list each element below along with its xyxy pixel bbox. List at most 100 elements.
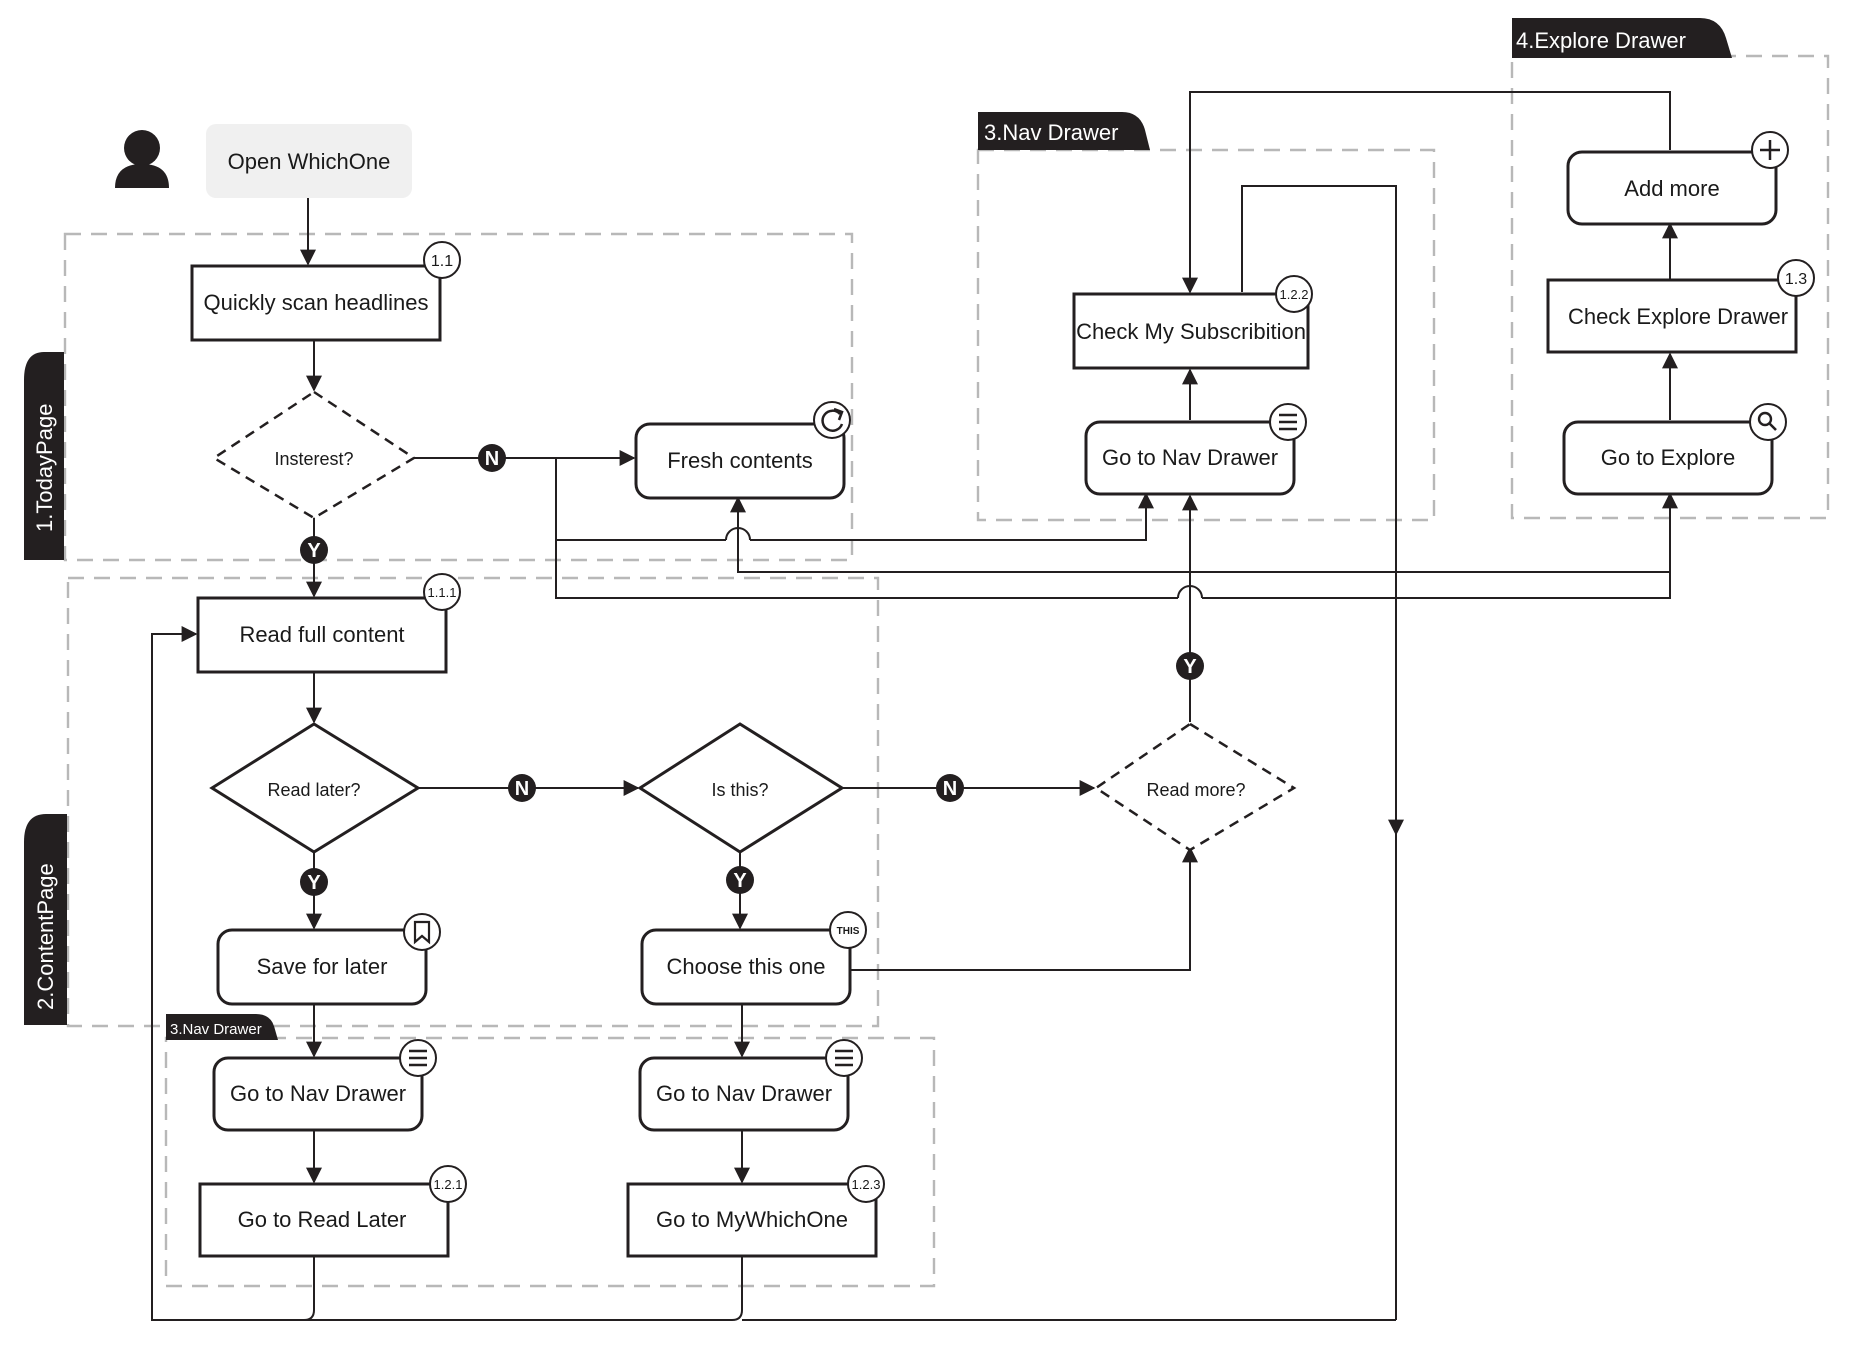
marker-isthis-no-text: N bbox=[943, 778, 957, 800]
marker-readlater-no-text: N bbox=[515, 778, 529, 800]
today-page-border bbox=[63, 232, 854, 562]
edge-addmore-to-sub bbox=[1182, 91, 1671, 294]
menu-icon bbox=[1269, 403, 1307, 441]
marker-readlater-no: N bbox=[508, 774, 536, 802]
marker-interest-yes-text: Y bbox=[307, 540, 321, 562]
today-page-tab-label: 1.TodayPage bbox=[32, 404, 57, 532]
quickly-scan-badge bbox=[423, 241, 461, 279]
content-page-border bbox=[66, 576, 880, 1028]
node-quickly-scan[interactable]: Quickly scan headlines 1.1 bbox=[190, 241, 461, 342]
check-sub-label: Check My Subscribition bbox=[1076, 319, 1306, 344]
check-explore-label: Check Explore Drawer bbox=[1568, 304, 1788, 329]
refresh-icon bbox=[813, 401, 851, 439]
marker-readmore-yes-text: Y bbox=[1183, 656, 1197, 678]
edge-bus-to-go-explore bbox=[1202, 492, 1678, 599]
node-interest[interactable]: Insterest? bbox=[211, 390, 417, 520]
edge-subscription-to-down bbox=[1241, 185, 1404, 836]
go-mywhichone-label: Go to MyWhichOne bbox=[656, 1207, 848, 1232]
go-nav-top-label: Go to Nav Drawer bbox=[1102, 445, 1278, 470]
interest-label: Insterest? bbox=[274, 449, 353, 469]
node-go-nav-top[interactable]: Go to Nav Drawer bbox=[1084, 403, 1307, 496]
check-sub-box[interactable] bbox=[1072, 292, 1310, 370]
choose-this-label: Choose this one bbox=[667, 954, 826, 979]
plus-icon bbox=[1751, 131, 1789, 169]
go-mywhichone-badge-text: 1.2.3 bbox=[852, 1177, 881, 1192]
node-save-later[interactable]: Save for later bbox=[216, 913, 441, 1006]
choose-this-badge-text: THIS bbox=[837, 926, 860, 937]
nav-left-box[interactable] bbox=[212, 1056, 424, 1132]
node-go-read-later[interactable]: Go to Read Later 1.2.1 bbox=[198, 1165, 467, 1258]
marker-isthis-no: N bbox=[936, 774, 964, 802]
node-check-sub[interactable]: Check My Subscribition 1.2.2 bbox=[1072, 275, 1313, 370]
read-later-q-label: Read later? bbox=[267, 780, 360, 800]
go-mywhichone-badge bbox=[847, 1165, 885, 1203]
nav-drawer-bottom-tab-label: 3.Nav Drawer bbox=[170, 1021, 262, 1038]
group-today-page: 1.TodayPage bbox=[24, 232, 854, 562]
node-choose-this[interactable]: Choose this one THIS bbox=[640, 911, 867, 1006]
edge-to-fresh bbox=[730, 496, 1670, 573]
edge-return-loop-mid bbox=[304, 1256, 743, 1321]
go-nav-top-box[interactable] bbox=[1084, 420, 1296, 496]
go-mywhichone-box[interactable] bbox=[626, 1182, 878, 1258]
open-whichone-button[interactable] bbox=[206, 124, 412, 198]
nav-drawer-top-border bbox=[976, 148, 1436, 522]
fresh-label: Fresh contents bbox=[667, 448, 813, 473]
add-more-box[interactable] bbox=[1566, 150, 1778, 226]
quickly-scan-label: Quickly scan headlines bbox=[203, 290, 428, 315]
edge-choose-to-readmore bbox=[848, 846, 1198, 971]
node-add-more[interactable]: Add more bbox=[1566, 131, 1789, 226]
group-nav-drawer-top: 3.Nav Drawer bbox=[976, 112, 1436, 522]
check-sub-badge bbox=[1275, 275, 1313, 313]
nav-drawer-top-tab bbox=[978, 112, 1150, 150]
go-read-later-box[interactable] bbox=[198, 1182, 450, 1258]
go-read-later-badge-text: 1.2.1 bbox=[434, 1177, 463, 1192]
node-read-more[interactable]: Read more? bbox=[1093, 722, 1297, 852]
today-page-tab bbox=[24, 352, 64, 560]
save-later-box[interactable] bbox=[216, 928, 428, 1006]
is-this-diamond[interactable] bbox=[637, 722, 845, 854]
quickly-scan-badge-text: 1.1 bbox=[431, 253, 453, 270]
read-more-label: Read more? bbox=[1146, 780, 1245, 800]
connectors bbox=[151, 91, 1678, 1321]
node-read-later-q[interactable]: Read later? bbox=[209, 722, 421, 854]
fresh-box[interactable] bbox=[634, 422, 846, 500]
explore-drawer-tab-label: 4.Explore Drawer bbox=[1516, 28, 1686, 53]
read-later-diamond[interactable] bbox=[209, 722, 421, 854]
bookmark-icon bbox=[403, 913, 441, 951]
edge-bus-to-nav-top bbox=[750, 492, 1154, 541]
user-icon bbox=[115, 130, 169, 188]
content-page-tab bbox=[24, 814, 67, 1025]
add-more-label: Add more bbox=[1624, 176, 1719, 201]
check-sub-badge-text: 1.2.2 bbox=[1280, 287, 1309, 302]
check-explore-badge-text: 1.3 bbox=[1785, 271, 1807, 288]
node-go-explore[interactable]: Go to Explore bbox=[1562, 403, 1787, 496]
read-full-badge-text: 1.1.1 bbox=[428, 585, 457, 600]
nav-left-label: Go to Nav Drawer bbox=[230, 1081, 406, 1106]
quickly-scan-box[interactable] bbox=[190, 264, 442, 342]
decision-markers: N Y N N Y Y Y bbox=[300, 444, 1204, 896]
check-explore-box[interactable] bbox=[1546, 278, 1798, 354]
read-full-box[interactable] bbox=[196, 596, 448, 674]
check-explore-badge bbox=[1777, 259, 1815, 297]
node-is-this[interactable]: Is this? bbox=[637, 722, 845, 854]
nav-mid-label: Go to Nav Drawer bbox=[656, 1081, 832, 1106]
go-explore-box[interactable] bbox=[1562, 420, 1774, 496]
interest-diamond[interactable] bbox=[211, 390, 417, 520]
edge-return-loop-left bbox=[151, 626, 315, 1321]
node-go-mywhichone[interactable]: Go to MyWhichOne 1.2.3 bbox=[626, 1165, 885, 1258]
read-full-label: Read full content bbox=[239, 622, 404, 647]
node-nav-mid[interactable]: Go to Nav Drawer bbox=[638, 1039, 863, 1132]
read-more-diamond[interactable] bbox=[1093, 722, 1297, 852]
is-this-label: Is this? bbox=[711, 780, 768, 800]
nav-drawer-bottom-border bbox=[164, 1036, 936, 1288]
node-check-explore[interactable]: Check Explore Drawer 1.3 bbox=[1546, 259, 1815, 354]
group-explore-drawer: 4.Explore Drawer bbox=[1510, 18, 1830, 520]
node-fresh[interactable]: Fresh contents bbox=[634, 401, 851, 500]
marker-readlater-yes-text: Y bbox=[307, 872, 321, 894]
node-nav-left[interactable]: Go to Nav Drawer bbox=[212, 1039, 437, 1132]
choose-this-box[interactable] bbox=[640, 928, 852, 1006]
marker-isthis-yes: Y bbox=[726, 866, 754, 894]
node-read-full[interactable]: Read full content 1.1.1 bbox=[196, 573, 461, 674]
group-content-page: 2.ContentPage bbox=[24, 576, 880, 1028]
nav-mid-box[interactable] bbox=[638, 1056, 850, 1132]
